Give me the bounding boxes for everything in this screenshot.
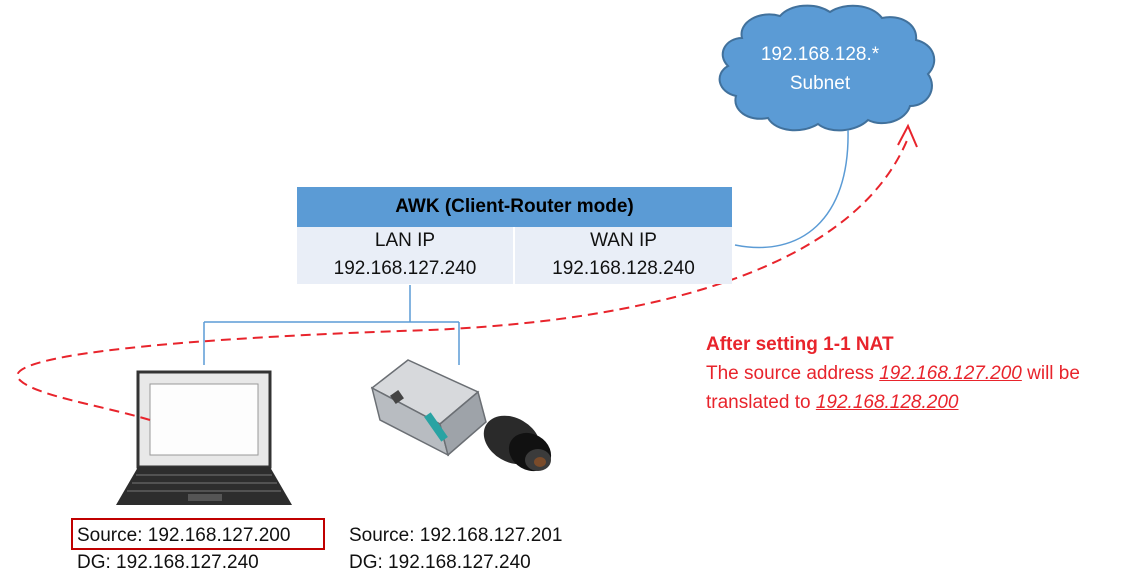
subnet-label: 192.168.128.* Subnet bbox=[745, 40, 895, 98]
camera-dg: DG: 192.168.127.240 bbox=[349, 552, 531, 573]
camera-label: Source: 192.168.127.201 DG: 192.168.127.… bbox=[349, 522, 562, 576]
subnet-address: 192.168.128.* bbox=[760, 44, 880, 65]
nat-line-2: The source address 192.168.127.200 will … bbox=[706, 359, 1080, 388]
nat-line2-suffix: will be bbox=[1021, 363, 1080, 384]
nat-title: After setting 1-1 NAT bbox=[706, 334, 894, 355]
nat-translated-address: 192.168.128.200 bbox=[815, 392, 959, 413]
laptop-label: Source: 192.168.127.200 DG: 192.168.127.… bbox=[77, 522, 290, 576]
awk-device-table: AWK (Client-Router mode) LAN IP 192.168.… bbox=[297, 187, 732, 284]
wan-ip-value: 192.168.128.240 bbox=[552, 258, 695, 279]
nat-path bbox=[16, 137, 909, 421]
awk-title: AWK (Client-Router mode) bbox=[297, 187, 732, 227]
wan-ip-label: WAN IP bbox=[590, 230, 657, 251]
camera-source: Source: 192.168.127.201 bbox=[349, 525, 563, 546]
wan-link bbox=[734, 129, 849, 249]
ip-camera-icon bbox=[370, 359, 552, 472]
subnet-cloud bbox=[718, 4, 936, 132]
laptop-source: Source: 192.168.127.200 bbox=[77, 525, 291, 546]
nat-line-3: translated to 192.168.128.200 bbox=[706, 388, 1080, 417]
nat-line3-prefix: translated to bbox=[706, 392, 816, 413]
nat-source-address: 192.168.127.200 bbox=[879, 363, 1022, 384]
laptop-dg: DG: 192.168.127.240 bbox=[77, 552, 259, 573]
laptop-source-highlight-box bbox=[71, 518, 325, 550]
lan-ip-value: 192.168.127.240 bbox=[333, 258, 477, 279]
lan-links bbox=[203, 285, 460, 365]
camera-lens bbox=[483, 415, 552, 472]
nat-arrowhead-icon bbox=[897, 123, 918, 148]
subnet-word: Subnet bbox=[789, 73, 851, 94]
lan-ip-label: LAN IP bbox=[374, 230, 436, 251]
awk-lan-cell: LAN IP 192.168.127.240 bbox=[297, 227, 513, 284]
nat-annotation: After setting 1-1 NAT The source address… bbox=[706, 330, 1080, 417]
awk-wan-cell: WAN IP 192.168.128.240 bbox=[515, 227, 732, 284]
laptop-icon bbox=[116, 370, 292, 505]
nat-line2-prefix: The source address bbox=[706, 363, 880, 384]
